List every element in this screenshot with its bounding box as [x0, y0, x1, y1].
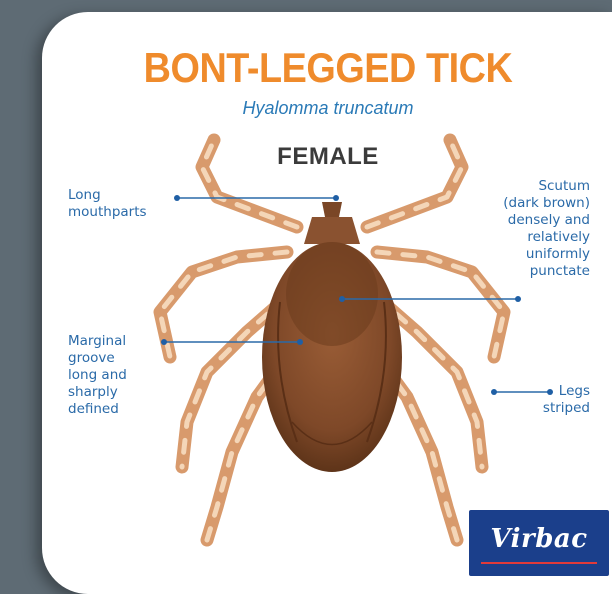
virbac-logo-rule: [481, 562, 597, 564]
dot-groove-end: [161, 339, 167, 345]
tick-capitulum: [304, 217, 360, 244]
label-scutum: Scutum (dark brown) densely and relative…: [503, 178, 590, 280]
label-scutum-line1: Scutum: [503, 178, 590, 195]
label-groove-line4: sharply: [68, 384, 127, 401]
label-mouthparts: Long mouthparts: [68, 187, 147, 221]
virbac-logo: Virbac: [469, 510, 609, 576]
label-legs: Legs striped: [543, 383, 590, 417]
label-groove-line3: long and: [68, 367, 127, 384]
dot-scutum-end: [515, 296, 521, 302]
label-marginal-groove: Marginal groove long and sharply defined: [68, 333, 127, 418]
dot-groove-target: [297, 339, 303, 345]
label-scutum-line5: uniformly: [503, 246, 590, 263]
label-scutum-line4: relatively: [503, 229, 590, 246]
label-scutum-line2: (dark brown): [503, 195, 590, 212]
label-groove-line1: Marginal: [68, 333, 127, 350]
dot-mouthparts-target: [333, 195, 339, 201]
dot-legs-target: [491, 389, 497, 395]
label-legs-line1: Legs: [543, 383, 590, 400]
tick-info-card: BONT-LEGGED TICK Hyalomma truncatum FEMA…: [42, 12, 612, 594]
label-legs-line2: striped: [543, 400, 590, 417]
leg-right-1: [367, 140, 462, 227]
label-mouthparts-line2: mouthparts: [68, 204, 147, 221]
label-mouthparts-line1: Long: [68, 187, 147, 204]
leg-left-1: [202, 140, 297, 227]
virbac-logo-text: Virbac: [469, 524, 609, 554]
label-groove-line2: groove: [68, 350, 127, 367]
tick-scutum: [286, 242, 378, 346]
tick-illustration: [42, 12, 612, 594]
label-scutum-line3: densely and: [503, 212, 590, 229]
label-scutum-line6: punctate: [503, 263, 590, 280]
label-groove-line5: defined: [68, 401, 127, 418]
dot-scutum-target: [339, 296, 345, 302]
dot-mouthparts-end: [174, 195, 180, 201]
